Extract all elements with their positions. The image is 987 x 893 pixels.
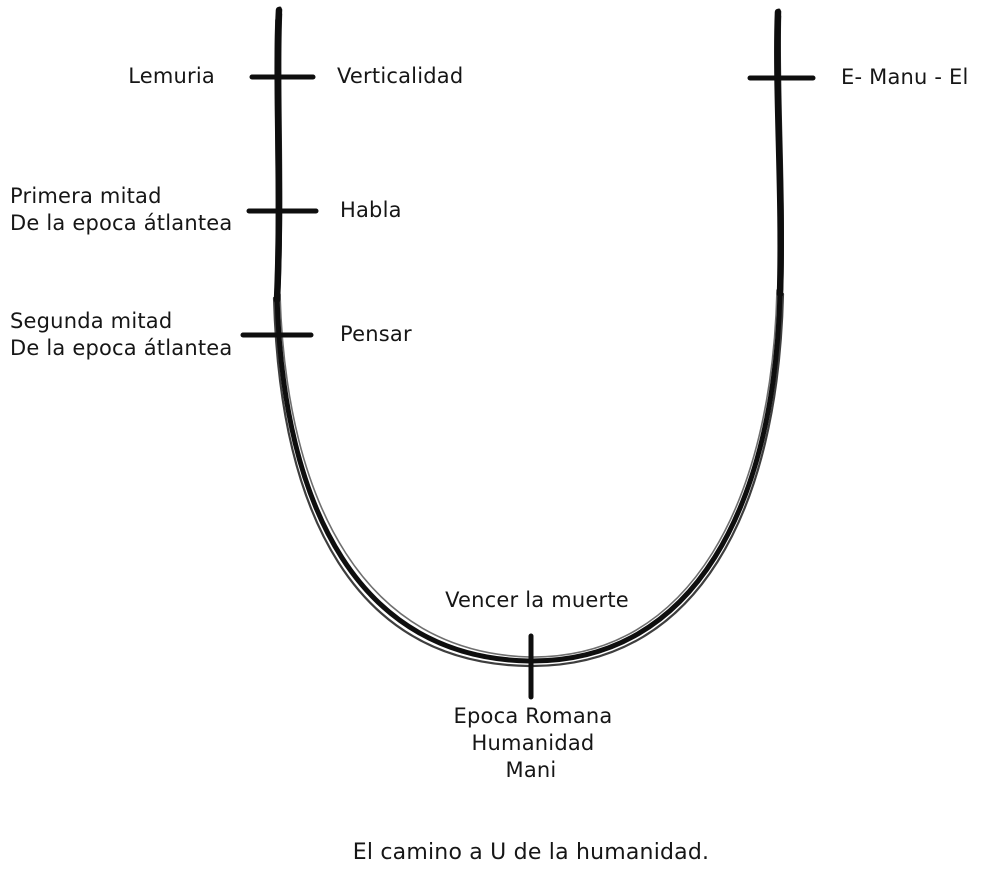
label-primera-mitad-line1: Primera mitad: [10, 184, 162, 208]
label-lemuria: Lemuria: [128, 64, 215, 88]
label-verticalidad: Verticalidad: [337, 64, 464, 88]
label-segunda-mitad: Segunda mitad De la epoca átlantea: [10, 308, 232, 362]
right-branch-line: [774, 8, 785, 298]
label-e-manu-el: E- Manu - El: [841, 65, 969, 89]
left-branch-line: [273, 6, 283, 304]
label-primera-mitad: Primera mitad De la epoca átlantea: [10, 183, 232, 237]
label-segunda-mitad-line1: Segunda mitad: [10, 309, 173, 333]
label-mani: Mani: [505, 758, 557, 782]
diagram-caption: El camino a U de la humanidad.: [352, 840, 710, 865]
label-pensar: Pensar: [340, 322, 412, 346]
label-vencer-la-muerte: Vencer la muerte: [445, 588, 629, 612]
label-habla: Habla: [340, 198, 402, 222]
label-segunda-mitad-line2: De la epoca átlantea: [10, 336, 233, 360]
label-epoca-romana: Epoca Romana: [453, 704, 613, 728]
label-humanidad: Humanidad: [471, 731, 595, 755]
label-primera-mitad-line2: De la epoca átlantea: [10, 211, 233, 235]
